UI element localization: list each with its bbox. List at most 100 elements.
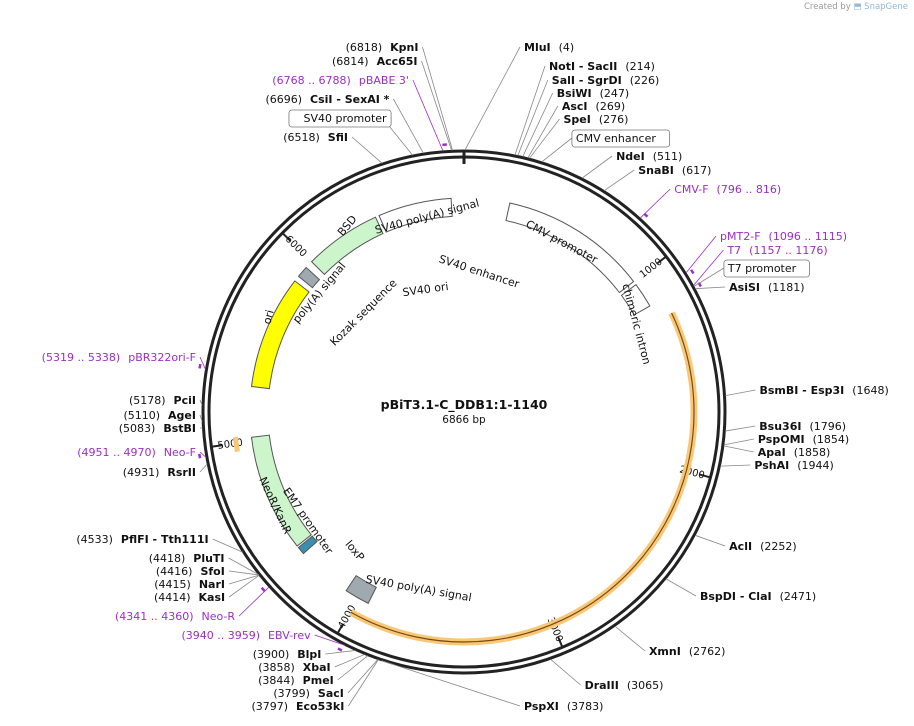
site-name: PciI <box>174 394 196 407</box>
site-label-neo-f[interactable]: (4951 .. 4970)Neo-F <box>77 446 196 459</box>
site-name: ApaI <box>758 446 786 459</box>
site-name: PspOMI <box>758 433 805 446</box>
site-name: pBR322ori-F <box>128 351 196 364</box>
insert-arc-line <box>350 312 695 643</box>
feature-sv40-poly-a-signal[interactable] <box>378 197 453 233</box>
site-label-apai[interactable]: ApaI(1858) <box>758 446 830 459</box>
site-name: XbaI <box>303 661 331 674</box>
site-position: (6518) <box>283 131 320 144</box>
leader-pspxi <box>381 660 521 707</box>
site-label-pbabe-3[interactable]: (6768 .. 6788) pBABE 3' <box>272 74 409 87</box>
site-label-saci[interactable]: (3799) SacI <box>273 687 344 700</box>
site-label-pspxi[interactable]: PspXI(3783) <box>524 700 603 713</box>
site-label-snabi[interactable]: SnaBI(617) <box>638 164 711 177</box>
leader-nari <box>228 574 260 585</box>
site-position: (4533) <box>76 533 113 546</box>
site-position: (6768 .. 6788) <box>272 74 351 87</box>
site-position: (214) <box>625 60 655 73</box>
leader-ndei <box>581 155 613 179</box>
site-label-cmv-enhancer[interactable]: CMV enhancer <box>576 132 656 145</box>
site-label-pmei[interactable]: (3844)PmeI <box>258 674 334 687</box>
site-label-sali-sgrdi[interactable]: SalI - SgrDI(226) <box>552 74 659 87</box>
site-name: pBABE 3' <box>359 74 409 87</box>
feature-bsd[interactable] <box>310 216 384 276</box>
site-label-asisi[interactable]: AsiSI(1181) <box>729 281 804 294</box>
site-position: (3799) <box>273 687 310 700</box>
site-label-noti-sacii[interactable]: NotI - SacII (214) <box>549 60 655 73</box>
leader-spei <box>529 118 560 159</box>
site-label-acli[interactable]: AclI(2252) <box>729 540 796 553</box>
site-label-nari[interactable]: (4415)NarI <box>154 578 225 591</box>
scale-tick-6000 <box>281 232 291 242</box>
site-label-t7[interactable]: T7(1157 .. 1176) <box>726 244 827 257</box>
site-position: (3940 .. 3959) <box>181 629 260 642</box>
feature-ori[interactable] <box>250 280 310 390</box>
site-label-pshai[interactable]: PshAI(1944) <box>754 459 833 472</box>
site-label-neo-r[interactable]: (4341 .. 4360)Neo-R <box>115 610 235 623</box>
site-label-pbr322ori-f[interactable]: (5319 .. 5338)pBR322ori-F <box>42 351 196 364</box>
site-label-rsrii[interactable]: (4931)RsrII <box>123 466 196 479</box>
site-label-kpni[interactable]: (6818)KpnI <box>346 41 419 54</box>
site-label-csii-sexai[interactable]: (6696)CsiI - SexAI * <box>265 93 389 106</box>
site-label-agei[interactable]: (5110)AgeI <box>123 409 196 422</box>
site-label-cmv-f[interactable]: CMV-F(796 .. 816) <box>674 183 781 196</box>
site-label-t7-promoter[interactable]: T7 promoter <box>727 262 797 275</box>
feature-poly-a-signal[interactable] <box>297 266 321 289</box>
site-label-draiii[interactable]: DraIII(3065) <box>585 679 664 692</box>
site-label-pmt2-f[interactable]: pMT2-F(1096 .. 1115) <box>720 230 847 243</box>
site-position: (4414) <box>154 591 191 604</box>
site-position: (1157 .. 1176) <box>749 244 828 257</box>
site-label-sfii[interactable]: (6518) SfiI <box>283 131 348 144</box>
site-label-bsiwi[interactable]: BsiWI(247) <box>557 87 630 100</box>
feature-em7-promoter[interactable] <box>297 535 318 555</box>
site-label-bstbi[interactable]: (5083)BstBI <box>119 422 196 435</box>
feature-chimeric-intron[interactable] <box>620 283 651 316</box>
site-label-xbai[interactable]: (3858)XbaI <box>258 661 330 674</box>
neo-highlight-arc <box>232 436 240 453</box>
site-name: SfoI <box>200 565 224 578</box>
scale-tick-5000 <box>211 444 223 448</box>
leader-pspomi <box>723 438 755 446</box>
leader-draiii <box>550 658 581 686</box>
site-label-spei[interactable]: SpeI(276) <box>563 113 628 126</box>
site-label-bsmbi-esp3i[interactable]: BsmBI - Esp3I(1648) <box>759 384 888 397</box>
site-label-blpi[interactable]: (3900)BlpI <box>253 648 322 661</box>
primer-mark-cmv-f <box>643 212 649 218</box>
site-label-eco53ki[interactable]: (3797)Eco53kI <box>251 700 344 713</box>
site-name: NotI - SacII <box>549 60 617 73</box>
site-label-kasi[interactable]: (4414)KasI <box>154 591 225 604</box>
site-position: (4418) <box>149 552 186 565</box>
leader-rsrii <box>199 463 208 473</box>
site-name: SalI - SgrDI <box>552 74 622 87</box>
site-label-mlui[interactable]: MluI(4) <box>524 41 574 54</box>
feature-sv40-poly-a-signal[interactable] <box>345 574 377 605</box>
feature-neor-kanr[interactable] <box>250 434 312 547</box>
site-label-sv40-promoter[interactable]: SV40 promoter <box>304 112 388 125</box>
site-label-pluti[interactable]: (4418)PluTI <box>149 552 225 565</box>
site-name: CsiI - SexAI * <box>310 93 390 106</box>
site-label-sfoi[interactable]: (4416)SfoI <box>156 565 225 578</box>
site-label-ebv-rev[interactable]: (3940 .. 3959)EBV-rev <box>181 629 311 642</box>
leader-pmt2-f <box>685 235 717 274</box>
site-label-ndei[interactable]: NdeI(511) <box>616 150 682 163</box>
feature-cmv-promoter[interactable] <box>505 202 635 294</box>
site-label-pflfi-tth111i[interactable]: (4533)PflFI - Tth111I <box>76 533 208 546</box>
site-label-xmni[interactable]: XmnI(2762) <box>649 645 725 658</box>
site-label-acc65i[interactable]: (6814)Acc65I <box>332 55 418 68</box>
site-label-bsu36i[interactable]: Bsu36I(1796) <box>759 420 846 433</box>
site-label-pspomi[interactable]: PspOMI(1854) <box>758 433 849 446</box>
site-name: AclI <box>729 540 752 553</box>
scale-tick-label: 1000 <box>638 256 665 280</box>
site-name: SacI <box>318 687 344 700</box>
site-name: SfiI <box>328 131 348 144</box>
primer-mark-neo-f <box>198 453 202 459</box>
site-position: (3844) <box>258 674 295 687</box>
site-name: pMT2-F <box>720 230 761 243</box>
site-label-pcii[interactable]: (5178)PciI <box>129 394 196 407</box>
site-name: AscI <box>562 100 588 113</box>
site-label-asci[interactable]: AscI(269) <box>562 100 625 113</box>
site-name: BlpI <box>297 648 321 661</box>
site-label-bspdi-clai[interactable]: BspDI - ClaI(2471) <box>700 590 816 603</box>
boxed-label-frame <box>723 259 810 278</box>
site-name: PspXI <box>524 700 559 713</box>
